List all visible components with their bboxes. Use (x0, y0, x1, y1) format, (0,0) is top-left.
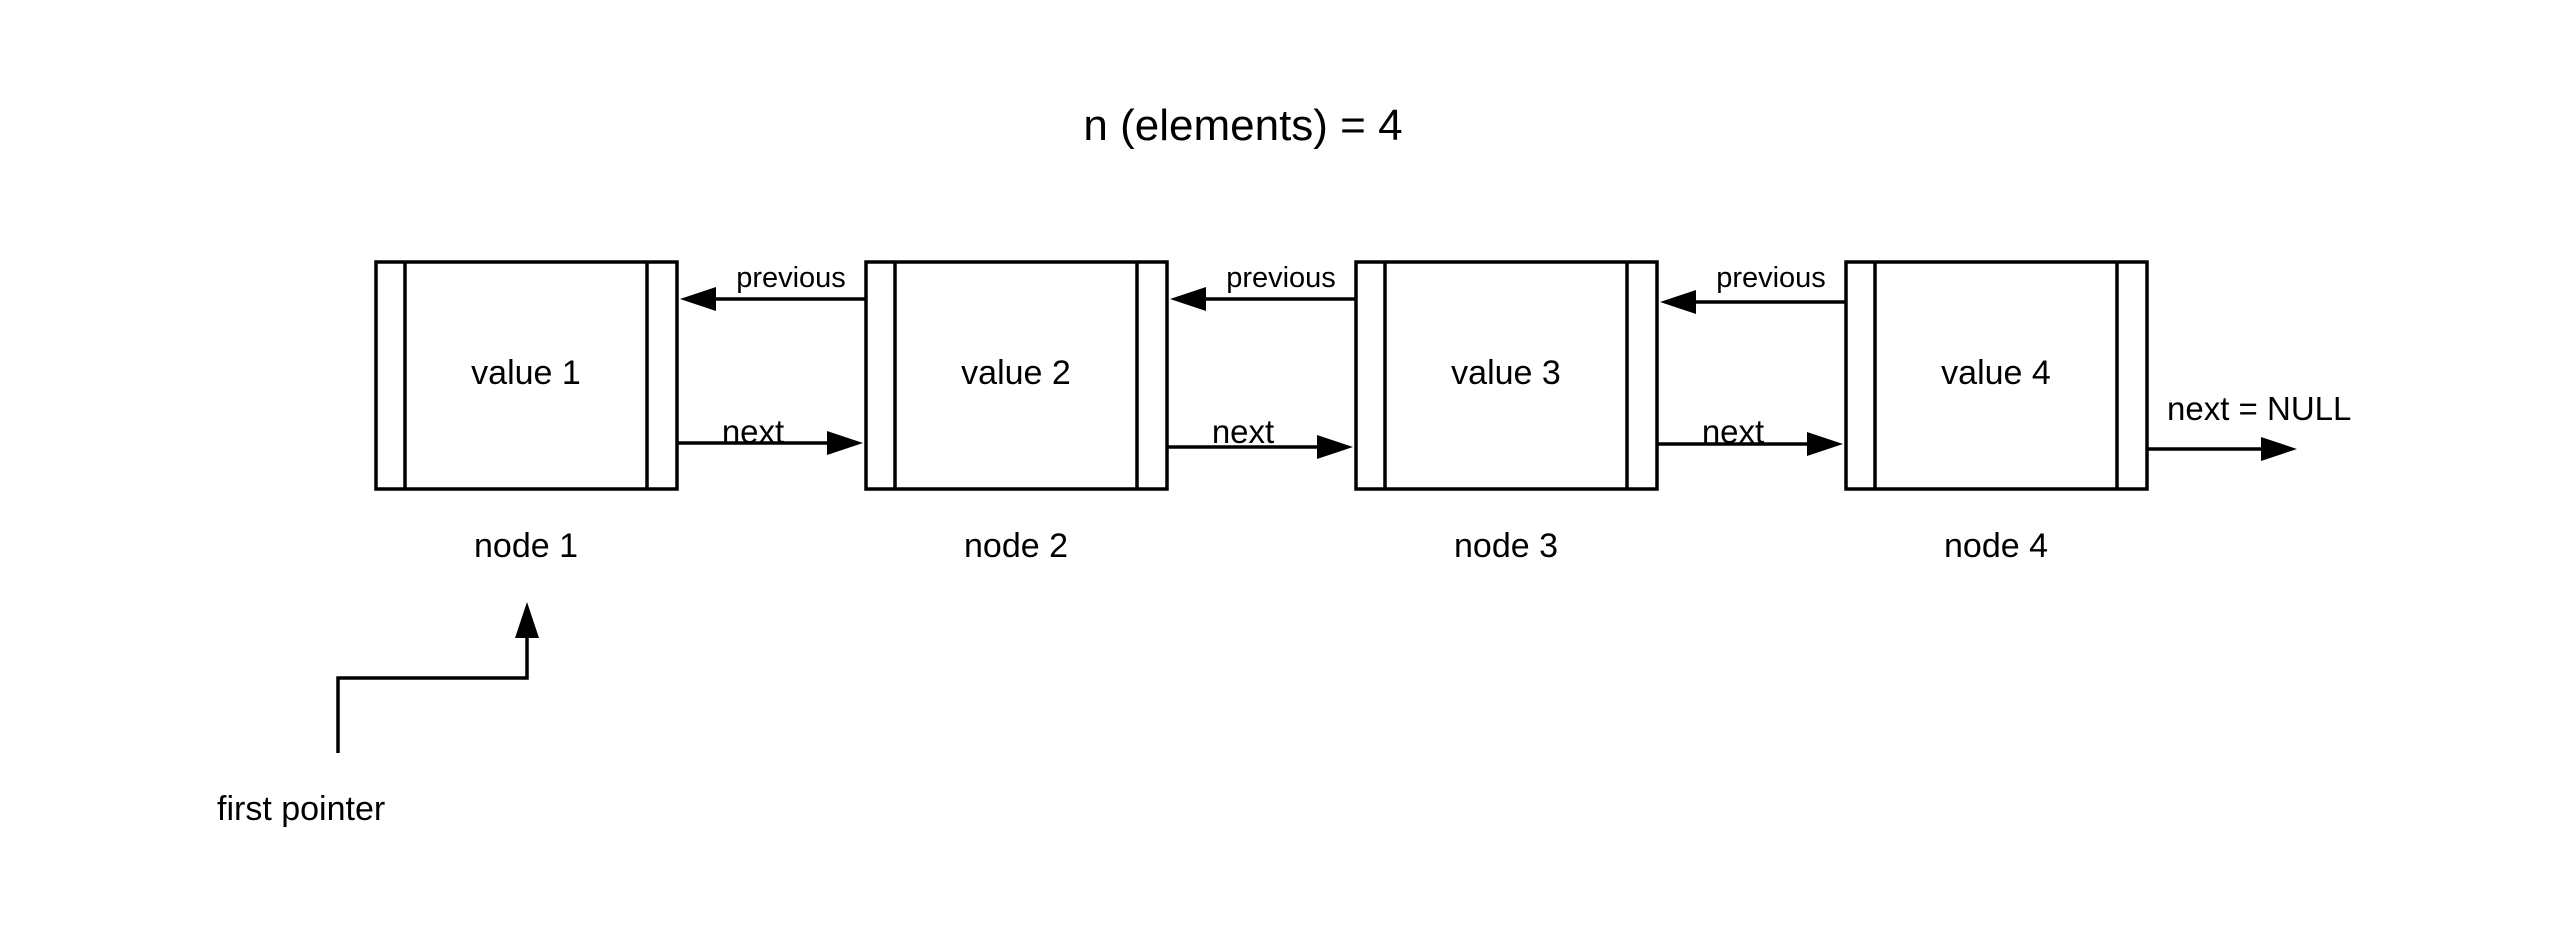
node-2: value 2 node 2 (864, 260, 1169, 565)
arrowhead-icon (827, 431, 863, 455)
node-4-value: value 4 (1941, 354, 2051, 392)
previous-arrow-3-to-2: previous (1170, 262, 1356, 311)
node-1: value 1 node 1 (374, 260, 679, 565)
node-1-label: node 1 (474, 527, 578, 565)
arrowhead-icon (1660, 290, 1696, 314)
next-arrow-1-to-2: next (677, 413, 863, 455)
next-label-3: next (1702, 413, 1764, 450)
node-2-label: node 2 (964, 527, 1068, 565)
next-arrow-2-to-3: next (1167, 413, 1353, 459)
arrowhead-icon (1170, 287, 1206, 311)
node-3-label: node 3 (1454, 527, 1558, 565)
next-label-2: next (1212, 413, 1274, 450)
diagram-title: n (elements) = 4 (1083, 101, 1402, 150)
node-2-value: value 2 (961, 354, 1071, 392)
previous-label-3: previous (1716, 262, 1826, 294)
previous-label-1: previous (736, 262, 846, 294)
previous-arrow-4-to-3: previous (1660, 262, 1846, 314)
previous-arrow-2-to-1: previous (680, 262, 866, 311)
next-label-1: next (722, 413, 784, 450)
node-4-label: node 4 (1944, 527, 2048, 565)
arrowhead-icon (515, 602, 539, 638)
first-pointer-arrow (336, 602, 539, 753)
arrowhead-icon (1317, 435, 1353, 459)
node-1-box (374, 260, 679, 491)
node-1-value: value 1 (471, 354, 581, 392)
node-3-value: value 3 (1451, 354, 1561, 392)
node-4: value 4 node 4 (1844, 260, 2149, 565)
first-pointer-label: first pointer (217, 790, 385, 828)
arrowhead-icon (680, 287, 716, 311)
arrowhead-icon (1807, 432, 1843, 456)
arrowhead-icon (2261, 437, 2297, 461)
previous-label-2: previous (1226, 262, 1336, 294)
node-3: value 3 node 3 (1354, 260, 1659, 565)
next-null-arrow: next = NULL (2147, 390, 2351, 461)
next-arrow-3-to-4: next (1657, 413, 1843, 456)
next-null-label: next = NULL (2167, 390, 2351, 427)
node-2-box (864, 260, 1169, 491)
node-3-box (1354, 260, 1659, 491)
node-4-box (1844, 260, 2149, 491)
